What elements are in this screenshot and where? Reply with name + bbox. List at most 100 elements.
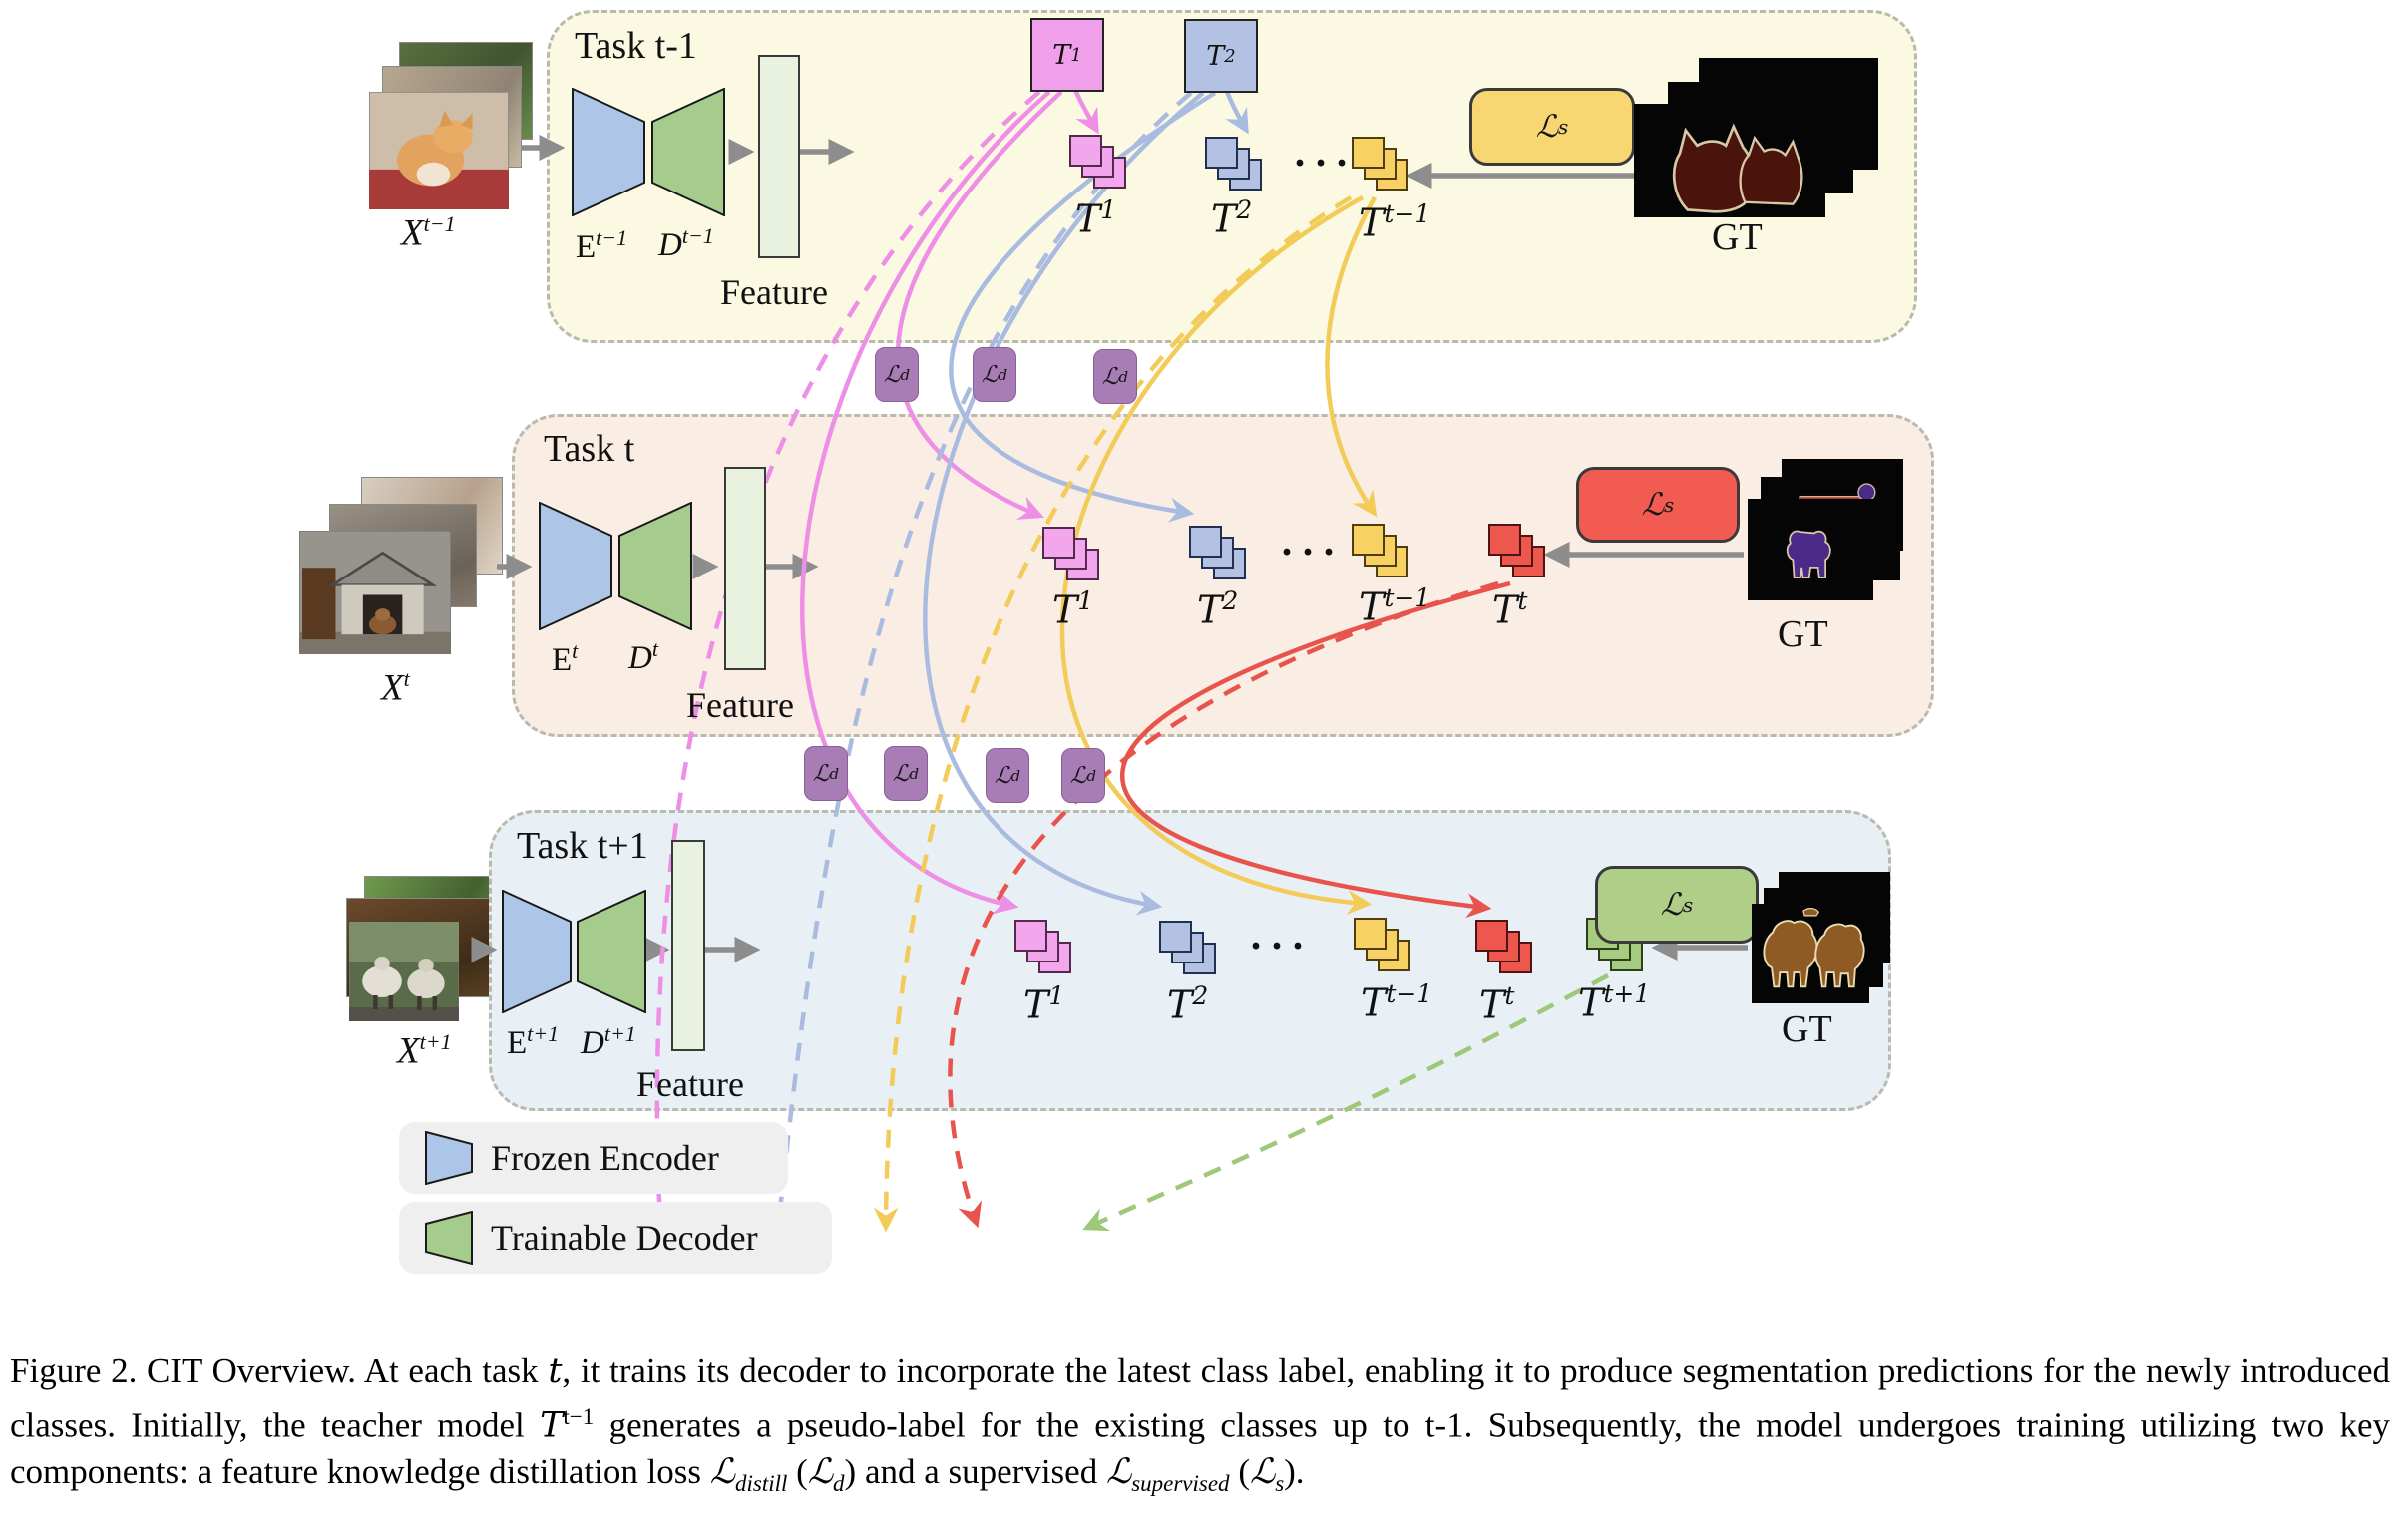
ellipsis-r1: ··· [1293, 141, 1357, 187]
teacher-sup: 2 [1224, 45, 1236, 67]
curve-blue-to-task-t [949, 91, 1217, 523]
encoder-shape-r3 [502, 890, 572, 1013]
gt-label-r3: GT [1782, 1008, 1832, 1050]
ellipsis-r2: ··· [1280, 530, 1344, 576]
feature-bar-r2 [724, 467, 766, 670]
gt-label-r2: GT [1778, 613, 1828, 655]
gt-label-r1: GT [1712, 216, 1763, 258]
stack-label-1-r1: T1 [1075, 195, 1117, 241]
feature-label-r3: Feature [636, 1064, 744, 1104]
curve-blue-future-dashed [767, 91, 1193, 1237]
stack-label-tm1-r1: Tt−1 [1359, 199, 1431, 245]
input-photo-front-r3 [349, 922, 459, 1021]
trainable-decoder-icon [425, 1211, 473, 1265]
curve-pink-box-to-stack [1072, 89, 1099, 135]
ellipsis-r3: ··· [1249, 924, 1313, 969]
loss-sub: s [1558, 115, 1569, 139]
teacher-stack-2-r3 [1159, 921, 1219, 978]
decoder-shape-r3 [577, 890, 646, 1013]
encoder-label-r3: Et+1 [507, 1021, 560, 1061]
teacher-stack-tm1-r2 [1352, 524, 1411, 581]
encoder-sup: t−1 [596, 225, 628, 250]
feature-label-r1: Feature [720, 272, 828, 312]
input-photo-front-r1 [369, 92, 509, 209]
gt-sheep-silhouette [1763, 908, 1865, 988]
gt-image-front-r2 [1748, 499, 1873, 600]
teacher-stack-2-r2 [1189, 526, 1249, 583]
decoder-label-r1: Dt−1 [658, 223, 714, 264]
gt-image-front-r3 [1752, 904, 1869, 1003]
encoder-label-r2: Et [552, 638, 579, 678]
input-label-r1: Xt−1 [401, 211, 456, 254]
feature-bar-r1 [758, 55, 800, 258]
legend-trainable-decoder: Trainable Decoder [399, 1202, 832, 1274]
stack-label-t-r3: Tt [1479, 981, 1515, 1027]
curve-yellow-to-task-t [1325, 195, 1378, 518]
input-symbol: X [401, 212, 424, 254]
decoder-shape-r1 [651, 88, 725, 216]
stack-label-tp1-r3: Tt+1 [1578, 979, 1651, 1025]
curve-blue-box-to-stack [1224, 91, 1249, 135]
decoder-label-r2: Dt [628, 636, 658, 676]
stack-label-1-r2: T1 [1052, 586, 1094, 632]
legend-encoder-label: Frozen Encoder [491, 1138, 719, 1178]
legend-decoder-label: Trainable Decoder [491, 1218, 758, 1258]
gt-image-front-r1 [1634, 104, 1825, 217]
feature-bar-r3 [671, 840, 705, 1051]
teacher-symbol: T [1206, 40, 1225, 72]
input-sup: t−1 [423, 211, 456, 236]
stack-label-2-r1: T2 [1211, 195, 1253, 241]
gt-dog-silhouette [1786, 530, 1831, 578]
legend-frozen-encoder: Frozen Encoder [399, 1122, 788, 1194]
caption-text: Figure 2. CIT Overview. At each task [10, 1351, 549, 1390]
frozen-encoder-icon [425, 1131, 473, 1185]
teacher-stack-tm1-r3 [1354, 918, 1413, 975]
curve-pink-to-task-t1 [800, 90, 1051, 915]
stack-label-t-r2: Tt [1492, 586, 1528, 632]
decoder-shape-r2 [618, 502, 692, 630]
task-prev-title: Task t-1 [575, 25, 697, 67]
encoder-symbol: E [576, 229, 597, 265]
stack-label-2-r3: T2 [1167, 981, 1209, 1027]
teacher-stack-2-r1 [1205, 137, 1265, 194]
input-label-r2: Xt [381, 666, 410, 709]
teacher-stack-1-r3 [1014, 920, 1074, 977]
decoder-sup: t−1 [681, 223, 714, 248]
curve-red-to-task-t1 [1120, 580, 1511, 919]
curve-green-future-dashed [1082, 973, 1610, 1232]
input-photo-front-r2 [299, 531, 451, 654]
arrows-overlay [471, 89, 1748, 1237]
teacher-stack-1-r2 [1042, 527, 1102, 584]
loss-symbol: ℒ [1535, 109, 1559, 145]
stack-label-tm1-r3: Tt−1 [1361, 979, 1433, 1025]
feature-label-r2: Feature [686, 685, 794, 725]
decoder-symbol: D [658, 227, 682, 263]
teacher-symbol: T [1052, 39, 1071, 71]
stack-label-2-r2: T2 [1197, 586, 1239, 632]
encoder-shape-r1 [572, 88, 645, 216]
stack-label-1-r3: T1 [1023, 981, 1065, 1027]
task-next-title: Task t+1 [517, 825, 648, 867]
teacher-stack-t-r2 [1488, 524, 1548, 581]
encoder-label-r1: Et−1 [576, 225, 627, 266]
curve-pink-future-dashed [646, 90, 1041, 1231]
curve-red-future-dashed [948, 580, 1499, 1229]
decoder-label-r3: Dt+1 [581, 1021, 636, 1061]
curve-yellow-to-task-t1 [1059, 195, 1373, 916]
teacher-sup: 1 [1070, 44, 1082, 66]
curve-yellow-future-dashed [873, 195, 1353, 1233]
figure-caption: Figure 2. CIT Overview. At each task t, … [10, 1351, 2390, 1496]
input-label-r3: Xt+1 [397, 1029, 452, 1072]
task-curr-title: Task t [544, 428, 635, 470]
curve-blue-to-task-t1 [923, 91, 1205, 916]
